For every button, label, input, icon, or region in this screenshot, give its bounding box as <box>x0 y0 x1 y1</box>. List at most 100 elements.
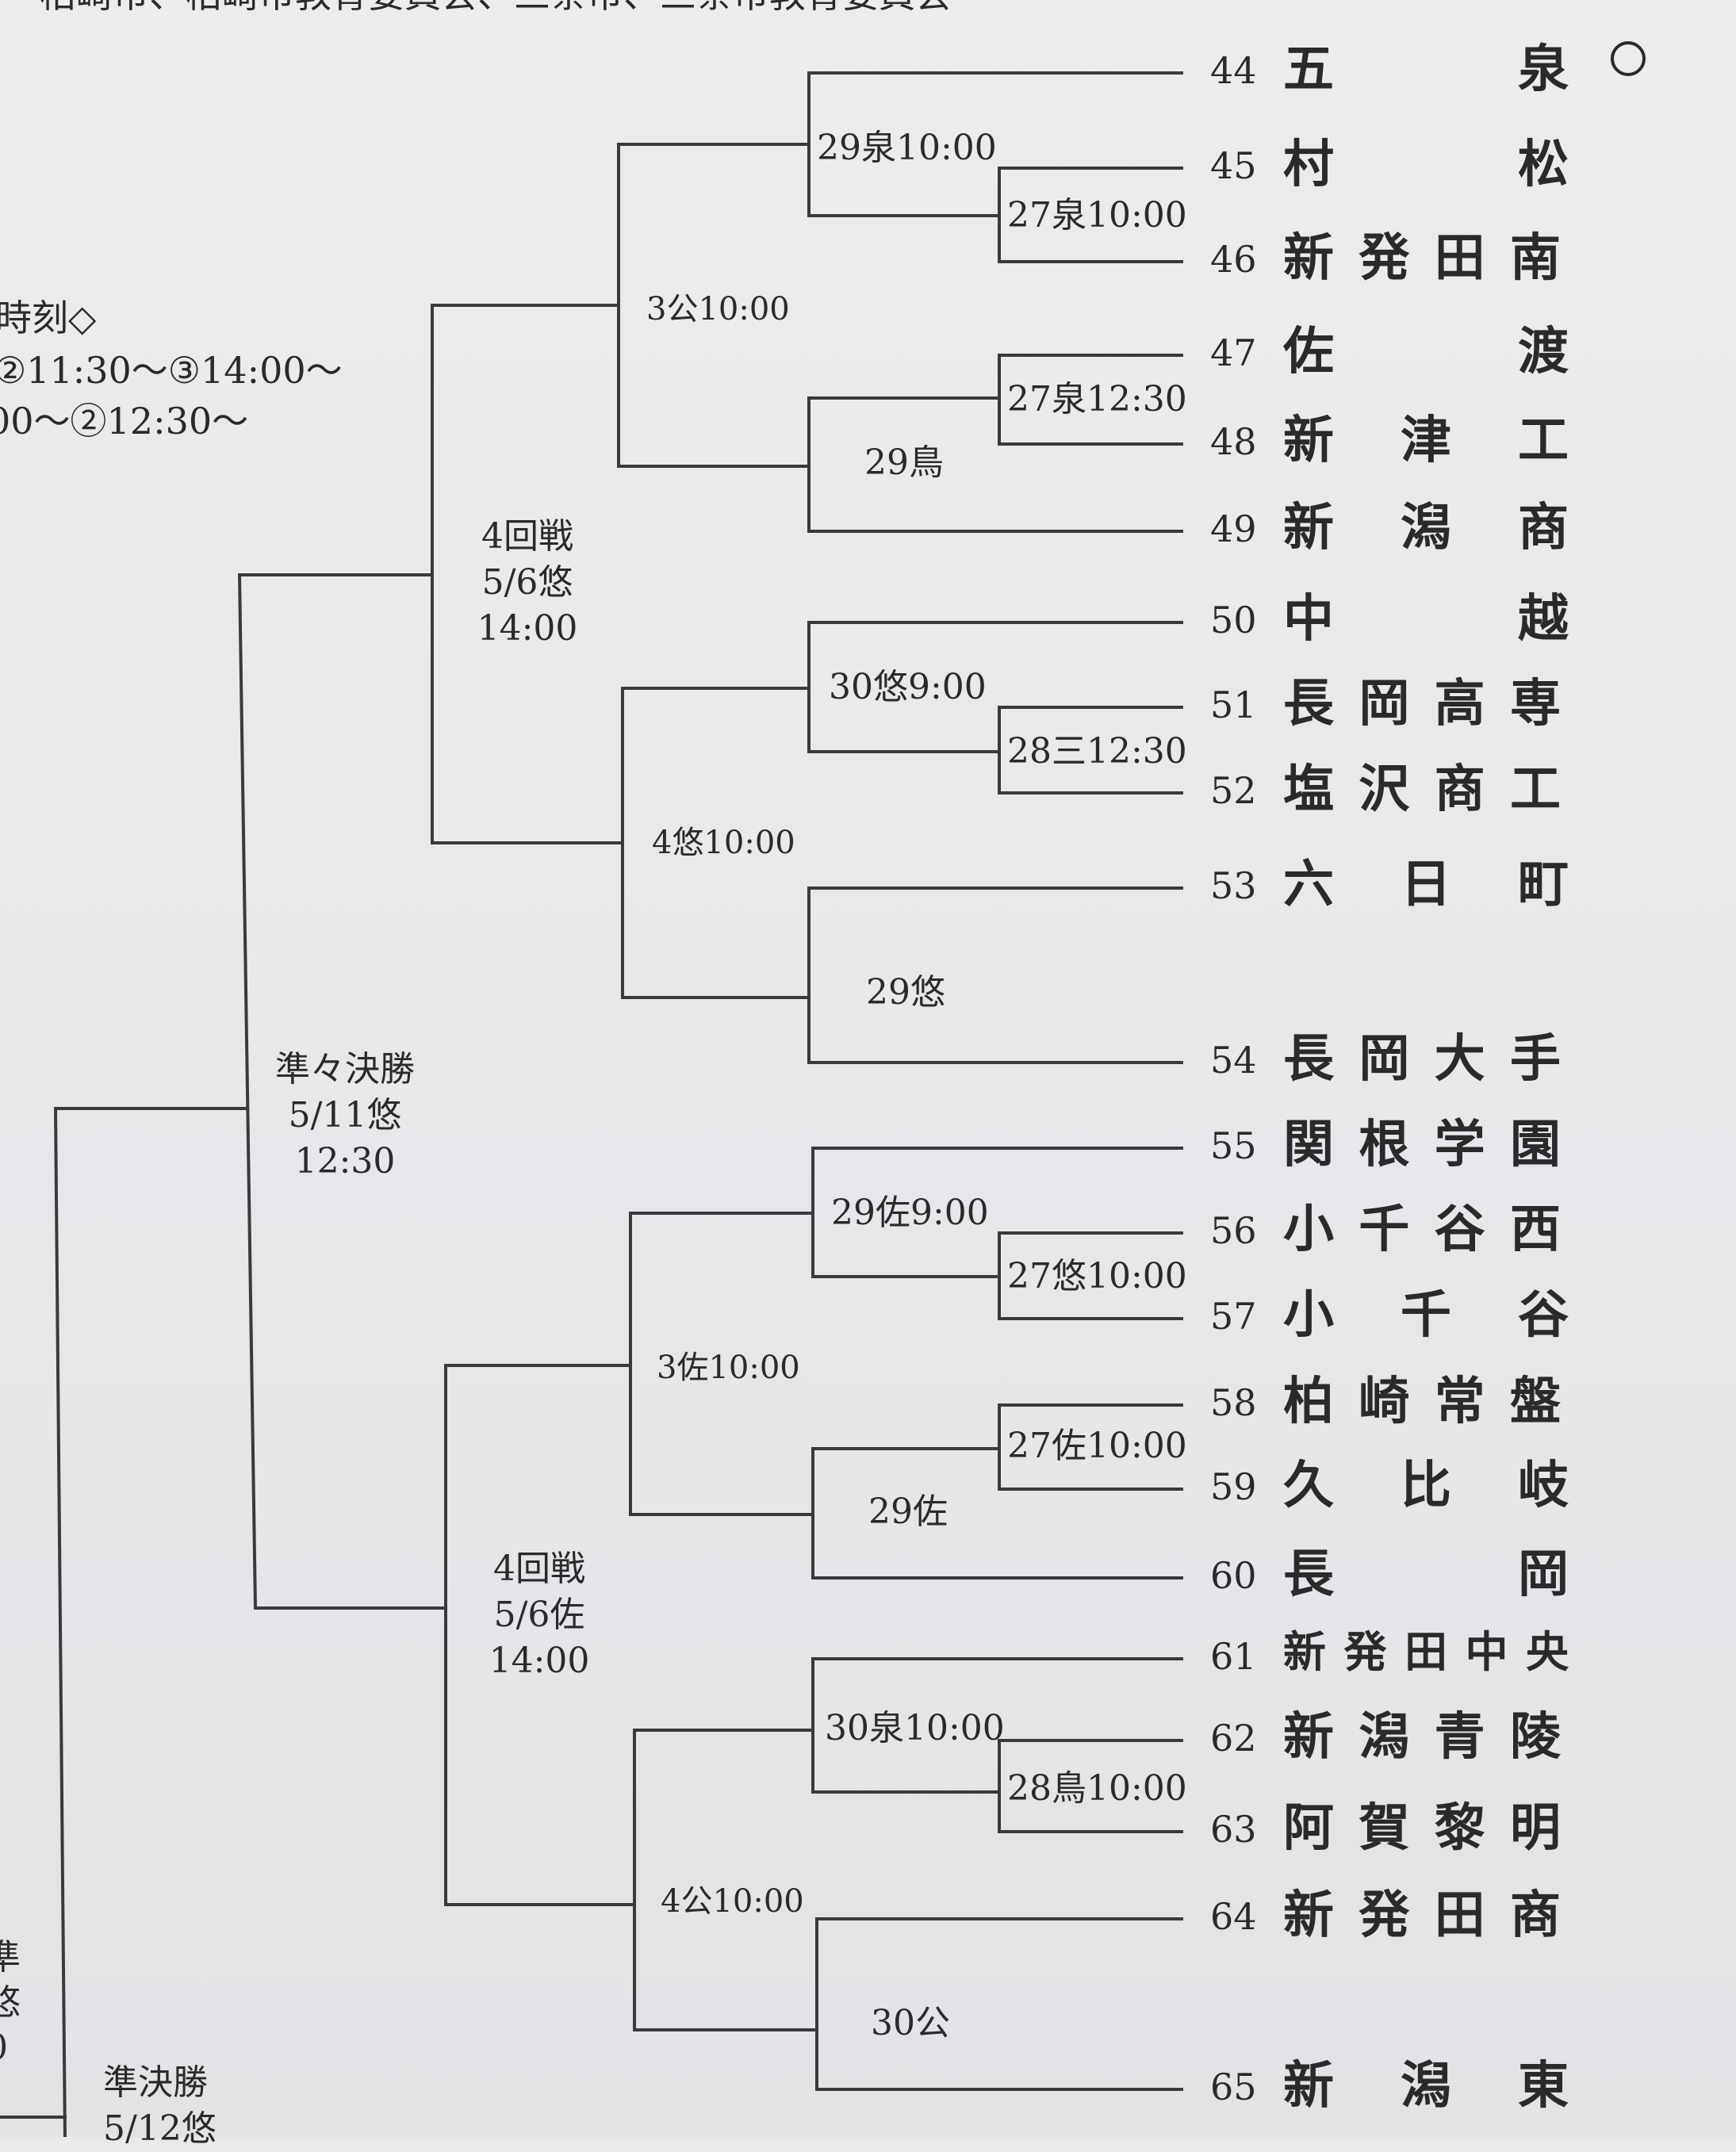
team-name: 小千谷 <box>1283 1290 1569 1341</box>
team-name: 久比岐 <box>1283 1461 1569 1511</box>
team-name-char: 新 <box>1283 411 1334 470</box>
team-name: 小千谷西 <box>1283 1204 1561 1255</box>
team-name-char: 手 <box>1509 1029 1561 1089</box>
team-name-char: 工 <box>1509 760 1561 819</box>
team-name-char: 西 <box>1509 1200 1561 1259</box>
team-name-char: 新 <box>1283 2056 1334 2116</box>
team-name-char: 佐 <box>1283 322 1334 381</box>
team-name-char: 潟 <box>1359 1707 1410 1767</box>
team-number: 61 <box>1210 1635 1257 1678</box>
team-name-char: 沢 <box>1359 760 1410 819</box>
left-cut-label: 準 悠 0 <box>0 1937 21 2068</box>
team-name-char: 田 <box>1405 1626 1447 1677</box>
team-name-char: 新 <box>1283 1886 1334 1945</box>
team-name-char: 阿 <box>1283 1798 1334 1858</box>
team-name-char: 六 <box>1283 855 1334 914</box>
match-label: 3公10:00 <box>646 291 790 327</box>
team-name-char: 黎 <box>1434 1798 1485 1858</box>
team-name-char: 岡 <box>1359 1029 1410 1089</box>
team-number: 63 <box>1210 1808 1257 1851</box>
match-label: 28鳥10:00 <box>1007 1768 1187 1809</box>
match-label: 29悠 <box>866 972 945 1013</box>
team-name-char: 長 <box>1283 1545 1334 1604</box>
team-name-char: 塩 <box>1283 760 1334 819</box>
team-name: 阿賀黎明 <box>1283 1803 1561 1854</box>
team-name: 新津工 <box>1283 415 1569 466</box>
team-name-char: 小 <box>1283 1200 1334 1259</box>
time-line-2: 00〜②12:30〜 <box>0 400 249 442</box>
match-label: 30公 <box>871 2003 950 2043</box>
team-name: 塩沢商工 <box>1283 764 1561 815</box>
team-name-char: 谷 <box>1518 1285 1569 1345</box>
team-name: 新潟青陵 <box>1283 1712 1561 1763</box>
match-label: 29鳥 <box>864 442 944 483</box>
team-name-char: 発 <box>1359 1886 1410 1945</box>
team-number: 52 <box>1210 769 1257 812</box>
team-name-char: 明 <box>1509 1798 1561 1858</box>
team-name-char: 村 <box>1283 135 1334 194</box>
header-cut-text: 柏崎市、柏崎市教育委員会、三条市、三条市教育委員会 <box>40 0 952 13</box>
team-number: 56 <box>1210 1209 1257 1252</box>
match-label: 27泉10:00 <box>1007 195 1187 235</box>
team-name: 五泉 <box>1283 44 1569 95</box>
team-name-char: 商 <box>1509 1886 1561 1945</box>
team-name-char: 久 <box>1283 1456 1334 1515</box>
team-name-char: 新 <box>1283 1707 1334 1767</box>
team-name: 新発田南 <box>1283 233 1561 284</box>
team-number: 46 <box>1210 238 1257 281</box>
team-name-char: 青 <box>1434 1707 1485 1767</box>
match-label: 27泉12:30 <box>1007 379 1187 419</box>
semifinal-label: 準決勝 5/12悠 <box>103 2062 217 2150</box>
team-name: 新発田商 <box>1283 1890 1561 1941</box>
team-name-char: 盤 <box>1509 1372 1561 1431</box>
team-name-char: 新 <box>1283 498 1334 557</box>
team-number: 51 <box>1210 684 1257 726</box>
match-label: 27佐10:00 <box>1007 1426 1187 1466</box>
team-name-char: 新 <box>1283 228 1334 288</box>
team-name-char: 根 <box>1359 1115 1410 1174</box>
team-name-char: 園 <box>1509 1115 1561 1174</box>
team-name-char: 崎 <box>1359 1372 1410 1431</box>
team-number: 53 <box>1210 864 1257 907</box>
team-name: 村松 <box>1283 140 1569 190</box>
team-number: 45 <box>1210 144 1257 187</box>
team-name: 佐渡 <box>1283 327 1569 377</box>
team-name-char: 中 <box>1465 1626 1508 1677</box>
team-number: 54 <box>1210 1039 1257 1082</box>
team-name-char: 高 <box>1434 674 1485 733</box>
match-label: 3佐10:00 <box>657 1350 800 1386</box>
team-name-char: 千 <box>1359 1200 1410 1259</box>
match-label: 29佐 <box>868 1491 948 1532</box>
team-name-char: 商 <box>1434 760 1485 819</box>
team-number: 62 <box>1210 1717 1257 1760</box>
team-name: 新発田中央 <box>1283 1630 1569 1673</box>
team-number: 49 <box>1210 507 1257 550</box>
team-name-char: 渡 <box>1518 322 1569 381</box>
team-name-char: 発 <box>1343 1626 1387 1677</box>
team-name-char: 央 <box>1526 1626 1569 1677</box>
team-name-char: 長 <box>1283 674 1334 733</box>
team-name-char: 岡 <box>1518 1545 1569 1604</box>
team-name-char: 千 <box>1401 1285 1451 1345</box>
team-name-char: 五 <box>1283 40 1334 99</box>
match-label: 4公10:00 <box>661 1883 804 1920</box>
team-name-char: 潟 <box>1401 2056 1451 2116</box>
quarterfinal-label: 準々決勝 5/11悠 12:30 <box>275 1049 415 1182</box>
team-name-char: 大 <box>1434 1029 1485 1089</box>
team-name-char: 岐 <box>1518 1456 1569 1515</box>
team-number: 59 <box>1210 1465 1257 1508</box>
team-name: 関根学園 <box>1283 1120 1561 1170</box>
team-name-char: 南 <box>1509 228 1561 288</box>
team-name-char: 谷 <box>1434 1200 1485 1259</box>
team-name-char: 中 <box>1283 589 1334 649</box>
team-name-char: 小 <box>1283 1285 1334 1345</box>
team-name: 長岡 <box>1283 1549 1569 1600</box>
match-label: 27悠10:00 <box>1007 1256 1187 1296</box>
team-name-char: 長 <box>1283 1029 1334 1089</box>
team-number: 57 <box>1210 1295 1257 1338</box>
team-name-char: 陵 <box>1509 1707 1561 1767</box>
team-name: 新潟東 <box>1283 2061 1569 2112</box>
team-name: 長岡大手 <box>1283 1034 1561 1085</box>
